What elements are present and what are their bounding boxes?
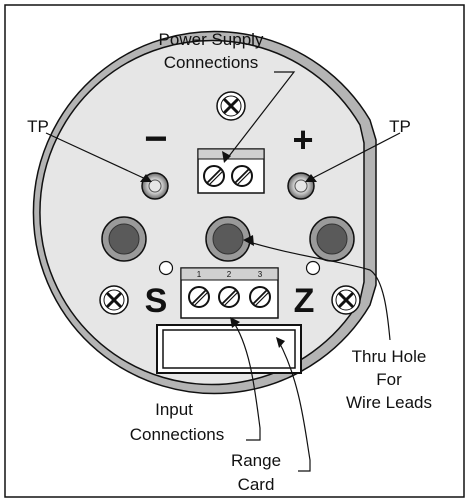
range-card-label-line2: Card: [238, 475, 275, 494]
zero-label: Z: [294, 282, 315, 320]
arrow-thru-hole: [243, 235, 254, 246]
range-card-label-line1: Range: [231, 451, 281, 470]
arrow-power-supply: [222, 151, 231, 163]
terminal-1-label: 1: [197, 270, 202, 279]
left-hole: [101, 216, 147, 262]
input-label-line2: Connections: [130, 425, 225, 444]
right-screw-icon: [331, 285, 361, 315]
leader-thru-hole: [245, 240, 391, 341]
leader-tp-right: [306, 132, 401, 182]
power-supply-label-line2: Connections: [164, 53, 259, 72]
power-supply-label-line1: Power Supply: [159, 30, 264, 49]
leader-tp-left: [45, 132, 151, 182]
zero-adjust-dot: [305, 260, 321, 276]
span-label: S: [145, 282, 168, 320]
center-thru-hole: [205, 216, 251, 262]
terminal-2-label: 2: [227, 270, 232, 279]
input-label-line1: Input: [155, 400, 193, 419]
span-adjust-dot: [158, 260, 174, 276]
arrow-tp-left: [140, 174, 152, 182]
terminal-3-label: 3: [258, 270, 263, 279]
right-hole: [309, 216, 355, 262]
thru-hole-label-line2: For: [376, 370, 402, 389]
arrow-input: [230, 317, 240, 328]
top-screw-icon: [216, 91, 246, 121]
thru-hole-label-line3: Wire Leads: [346, 393, 432, 412]
tp-left-label: TP: [27, 117, 49, 136]
power-supply-terminal-block: [197, 148, 265, 194]
thru-hole-label-line1: Thru Hole: [352, 347, 427, 366]
leader-input: [231, 319, 261, 441]
leader-range-card: [277, 339, 311, 472]
arrow-range-card: [276, 337, 285, 348]
arrow-tp-right: [305, 174, 317, 182]
leader-power-supply: [225, 71, 296, 161]
range-card: [156, 324, 302, 374]
leader-lines: [45, 71, 401, 472]
plus-sign: +: [292, 119, 313, 160]
input-terminal-block: [180, 267, 279, 319]
left-screw-icon: [99, 285, 129, 315]
arrowheads: [140, 151, 317, 348]
minus-sign: −: [144, 117, 167, 161]
tp-right-label: TP: [389, 117, 411, 136]
